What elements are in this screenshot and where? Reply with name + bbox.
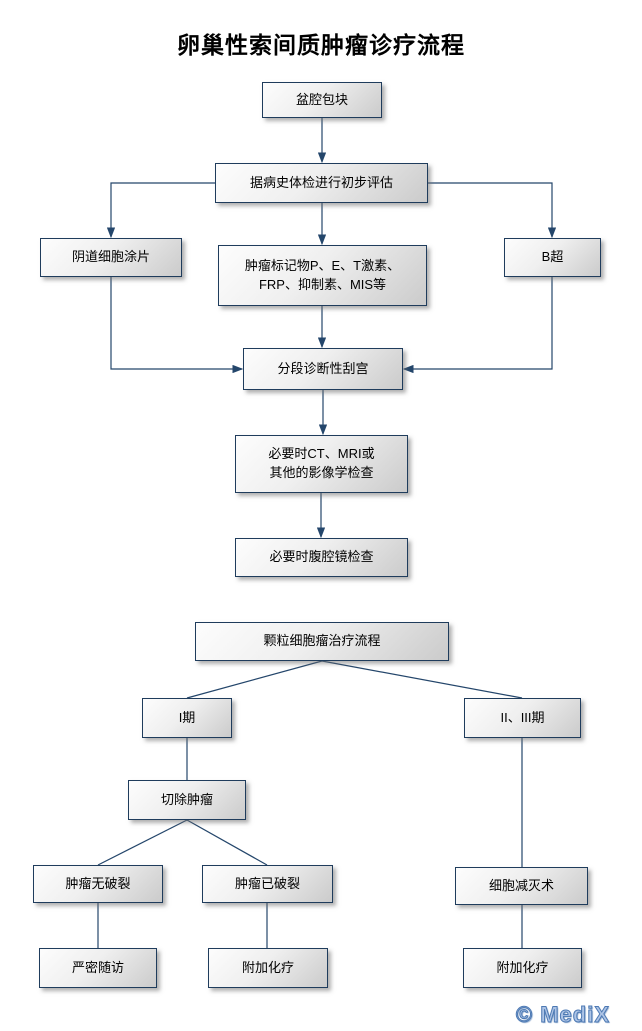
connector-eval-bultrasound bbox=[428, 182, 557, 239]
connector-smear-curettage bbox=[110, 277, 244, 374]
page-title: 卵巢性索间质肿瘤诊疗流程 bbox=[177, 33, 465, 58]
connector-resect-ruptured bbox=[186, 819, 268, 866]
node-tumor-markers: 肿瘤标记物P、E、T激素、 FRP、抑制素、MIS等 bbox=[218, 245, 427, 306]
node-label: 颗粒细胞瘤治疗流程 bbox=[263, 633, 381, 649]
node-label: B超 bbox=[541, 249, 564, 265]
connector-resect-norupture bbox=[97, 819, 188, 866]
connector-granulosa-stage1 bbox=[186, 660, 323, 699]
node-diagnostic-curettage: 分段诊断性刮宫 bbox=[243, 348, 403, 390]
node-resect-tumor: 切除肿瘤 bbox=[128, 780, 246, 820]
node-laparoscopy: 必要时腹腔镜检查 bbox=[235, 538, 408, 577]
node-label: 切除肿瘤 bbox=[160, 791, 213, 807]
node-stage-2-3: II、III期 bbox=[464, 698, 581, 738]
node-cytoreduction: 细胞减灭术 bbox=[455, 867, 588, 905]
node-pelvic-mass: 盆腔包块 bbox=[262, 82, 382, 118]
node-close-followup: 严密随访 bbox=[39, 948, 157, 988]
node-label: 分段诊断性刮宫 bbox=[277, 360, 369, 376]
node-b-ultrasound: B超 bbox=[504, 238, 601, 277]
node-stage-1: I期 bbox=[142, 698, 232, 738]
node-label: 据病史体检进行初步评估 bbox=[249, 174, 393, 190]
node-label: 阴道细胞涂片 bbox=[71, 249, 150, 265]
node-label: 盆腔包块 bbox=[295, 91, 348, 107]
node-label: 肿瘤无破裂 bbox=[65, 875, 131, 891]
node-label-line2: 其他的影像学检查 bbox=[269, 465, 374, 480]
connector-granulosa-stage23 bbox=[321, 660, 523, 699]
node-vaginal-smear: 阴道细胞涂片 bbox=[40, 238, 182, 277]
node-label-line2: FRP、抑制素、MIS等 bbox=[258, 276, 387, 292]
node-additional-chemo-left: 附加化疗 bbox=[208, 948, 328, 988]
node-label: 附加化疗 bbox=[496, 959, 549, 975]
node-label: I期 bbox=[178, 709, 196, 725]
node-granulosa-treatment: 颗粒细胞瘤治疗流程 bbox=[195, 622, 449, 661]
node-label: 细胞减灭术 bbox=[488, 877, 554, 893]
node-label: 附加化疗 bbox=[241, 959, 294, 975]
node-label: 必要时腹腔镜检查 bbox=[269, 549, 374, 565]
node-tumor-no-rupture: 肿瘤无破裂 bbox=[33, 865, 163, 903]
node-label: II、III期 bbox=[500, 709, 545, 725]
node-initial-evaluation: 据病史体检进行初步评估 bbox=[215, 163, 428, 203]
connector-bultrasound-curettage bbox=[402, 277, 553, 374]
connector-eval-smear bbox=[106, 182, 215, 239]
node-label-line1: 肿瘤标记物P、E、T激素、 bbox=[244, 257, 401, 273]
node-label-line1: 必要时CT、MRI或 bbox=[268, 446, 375, 462]
node-additional-chemo-right: 附加化疗 bbox=[463, 948, 582, 988]
node-label: 肿瘤已破裂 bbox=[234, 875, 300, 891]
node-ct-mri-imaging: 必要时CT、MRI或 其他的影像学检查 bbox=[235, 435, 408, 493]
node-label: 严密随访 bbox=[71, 959, 124, 975]
node-tumor-ruptured: 肿瘤已破裂 bbox=[202, 865, 333, 903]
medix-watermark: © MediX bbox=[515, 1002, 610, 1028]
